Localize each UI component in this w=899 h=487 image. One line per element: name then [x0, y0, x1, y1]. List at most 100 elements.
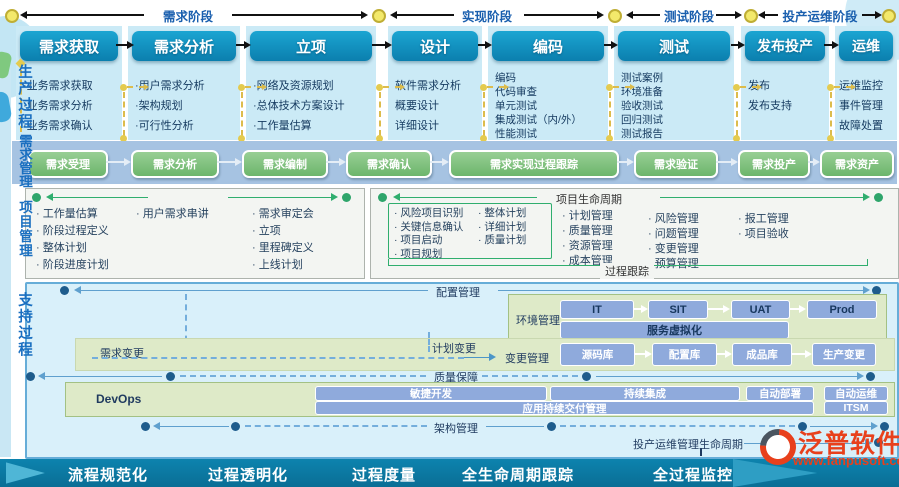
- yellow-dot-icon: [376, 84, 383, 91]
- dashed-line: [180, 375, 426, 377]
- arrow-right-icon: [116, 41, 134, 49]
- arrow-right-icon: [708, 305, 730, 313]
- process-item: 代码审查: [495, 86, 537, 98]
- process-items: 发布 发布支持: [748, 76, 829, 116]
- column-coding: 编码 编码 代码审查 单元测试 集成测试（内/外） 性能测试: [488, 26, 608, 140]
- project-items-col2: · 用户需求串讲: [136, 206, 209, 223]
- project-startup-group: [388, 203, 552, 259]
- project-item: · 风险管理: [648, 213, 699, 225]
- arrow-right-icon: [236, 41, 251, 49]
- devops-cd-bar: 应用持续交付管理: [315, 401, 814, 415]
- decor-left-strip: [0, 55, 11, 457]
- req-step: 需求资产: [820, 150, 894, 178]
- process-item: 概要设计: [395, 100, 439, 112]
- column-testing: 测试 测试案例 环境准备 验收测试 回归测试 测试报告: [614, 26, 734, 140]
- arrow-right-icon: [430, 158, 449, 166]
- project-items-inner2: · 整体计划 · 详细计划 · 质量计划: [478, 207, 526, 248]
- process-item: ·可行性分析: [135, 120, 194, 132]
- dashed-line: [830, 92, 832, 136]
- dashed-arrow-icon: [245, 84, 267, 90]
- yellow-dot-icon: [238, 135, 245, 142]
- process-item: 单元测试: [495, 100, 537, 112]
- process-item: 回归测试: [621, 114, 663, 126]
- arrow-left-icon: [38, 372, 162, 380]
- dashed-line: [482, 375, 578, 377]
- yellow-dot-icon: [733, 84, 740, 91]
- project-items-inner1: · 风险项目识别 · 关键信息确认 · 项目启动 · 项目规划: [394, 207, 463, 261]
- arrow-right-icon: [635, 350, 652, 358]
- process-items: 运维监控 事件管理 故障处置: [839, 76, 897, 136]
- green-dot-icon: [342, 193, 351, 202]
- process-box: 测试: [618, 31, 730, 61]
- service-virtualization-bar: 服务虚拟化: [560, 321, 789, 339]
- line: [486, 426, 544, 427]
- config-management-label: 配置管理: [436, 287, 480, 299]
- arrow-right-icon: [217, 158, 242, 166]
- phase-dot: [744, 9, 758, 23]
- project-item: · 阶段进度计划: [36, 259, 109, 271]
- process-box: 立项: [250, 31, 372, 61]
- green-dot-icon: [874, 193, 883, 202]
- arrow-right-icon: [824, 41, 839, 49]
- phase-label: 需求阶段: [162, 10, 213, 24]
- process-items: ·业务需求获取 ·业务需求分析 ·业务需求确认: [23, 76, 122, 136]
- project-item: · 整体计划: [36, 242, 87, 254]
- project-left-box: [25, 188, 365, 279]
- process-item: 编码: [495, 72, 516, 84]
- blue-dot-icon: [547, 422, 556, 431]
- dashed-arrow-icon: [383, 84, 405, 90]
- change-box-prodchange: 生产变更: [812, 343, 876, 366]
- arrow-right-icon: [634, 305, 648, 313]
- arrow-right-icon: [228, 193, 338, 201]
- process-item: ·业务需求确认: [23, 120, 93, 132]
- project-item: · 工作量估算: [36, 208, 98, 220]
- process-item: 验收测试: [621, 100, 663, 112]
- process-item: ·业务需求分析: [23, 100, 93, 112]
- blue-dot-icon: [26, 372, 35, 381]
- footer-item: 全过程监控: [653, 467, 734, 484]
- project-item: · 项目启动: [394, 234, 443, 246]
- process-item: 测试报告: [621, 128, 663, 140]
- project-item: · 报工管理: [738, 213, 789, 225]
- process-items: 编码 代码审查 单元测试 集成测试（内/外） 性能测试: [495, 71, 608, 141]
- phase-dot: [372, 9, 386, 23]
- arrow-right-icon: [326, 158, 346, 166]
- arrow-right-icon: [524, 11, 604, 19]
- column-operations: 运维 运维监控 事件管理 故障处置: [835, 26, 897, 140]
- yellow-dot-icon: [733, 135, 740, 142]
- arrow-left-icon: [20, 11, 144, 19]
- dashed-line: [379, 92, 381, 136]
- change-box-product: 成品库: [732, 343, 792, 366]
- project-item: · 问题管理: [648, 228, 699, 240]
- arrow-right-icon: [106, 158, 131, 166]
- process-item: 性能测试: [495, 128, 537, 140]
- arrow-left-icon: [74, 286, 428, 294]
- phase-dot: [882, 9, 896, 23]
- req-step: 需求确认: [346, 150, 432, 178]
- footer-item: 过程度量: [352, 467, 417, 484]
- process-item: ·用户需求分析: [135, 80, 205, 92]
- env-box-sit: SIT: [648, 300, 708, 319]
- arrow-right-icon: [464, 353, 496, 361]
- project-item: · 质量管理: [562, 225, 613, 237]
- footer-item: 过程透明化: [208, 467, 289, 484]
- process-tracking-label: 过程跟踪: [600, 263, 654, 279]
- project-item: · 用户需求串讲: [136, 208, 209, 220]
- yellow-dot-icon: [480, 135, 487, 142]
- dashed-line: [483, 92, 485, 136]
- arrow-right-icon: [808, 158, 820, 166]
- blue-dot-icon: [874, 438, 883, 447]
- process-item: ·网络及资源规划: [253, 80, 334, 92]
- arrow-left-icon: [393, 193, 537, 201]
- dashed-arrow-icon: [613, 84, 635, 90]
- dashed-line: [560, 425, 795, 427]
- blue-dot-icon: [872, 286, 881, 295]
- column-release: 发布投产 发布 发布支持: [741, 26, 829, 140]
- yellow-dot-icon: [120, 135, 127, 142]
- arrow-right-icon: [792, 350, 812, 358]
- project-items-col1: · 工作量估算 · 阶段过程定义 · 整体计划 · 阶段进度计划: [36, 206, 109, 274]
- project-item: · 详细计划: [478, 220, 527, 233]
- process-item: 运维监控: [839, 80, 883, 92]
- req-step: 需求验证: [634, 150, 718, 178]
